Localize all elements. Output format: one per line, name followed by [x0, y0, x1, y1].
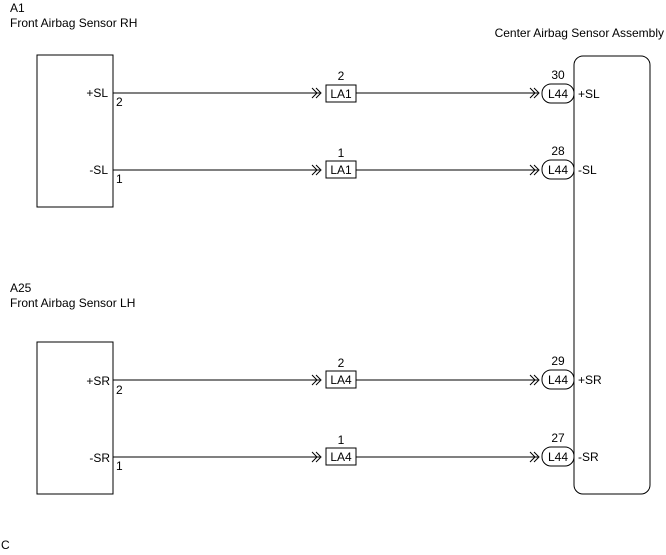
inline-connector-code: LA1 [330, 87, 352, 101]
center-assembly-name: Center Airbag Sensor Assembly [495, 26, 664, 40]
wire-minus-sl: LA1 1 L44 28 -SL [113, 144, 597, 180]
end-terminal-label: +SL [578, 87, 600, 101]
end-connector-code: L44 [548, 163, 568, 177]
end-connector-box [541, 446, 575, 467]
sensor-lh-pin-num-minus: 1 [116, 459, 123, 473]
sensor-lh-pin-label-minus: -SR [89, 451, 110, 465]
end-connector-code: L44 [548, 373, 568, 387]
end-connector-code: L44 [548, 450, 568, 464]
end-pin-number: 27 [551, 431, 565, 445]
end-terminal-label: -SR [578, 450, 599, 464]
sensor-lh-name: Front Airbag Sensor LH [10, 296, 135, 310]
wire-plus-sr: LA4 2 L44 29 +SR [113, 354, 602, 390]
sensor-rh-pin-label-minus: -SL [89, 163, 108, 177]
end-connector-box [541, 369, 575, 390]
end-pin-number: 29 [551, 354, 565, 368]
figure-code: C [1, 538, 10, 552]
end-terminal-label: +SR [578, 373, 602, 387]
sensor-lh-code: A25 [10, 281, 32, 295]
sensor-rh-pin-num-minus: 1 [116, 172, 123, 186]
end-connector-box [541, 159, 575, 180]
end-pin-number: 30 [551, 68, 565, 82]
sensor-rh-code: A1 [10, 1, 25, 15]
wire-minus-sr: LA4 1 L44 27 -SR [113, 431, 599, 467]
inline-pin-number: 2 [338, 356, 345, 370]
sensor-lh-box [36, 341, 114, 495]
inline-pin-number: 1 [338, 146, 345, 160]
sensor-rh-pin-label-plus: +SL [86, 86, 108, 100]
inline-pin-number: 2 [338, 69, 345, 83]
inline-connector-code: LA1 [330, 163, 352, 177]
center-assembly-box [573, 55, 651, 495]
sensor-lh-pin-num-plus: 2 [116, 383, 123, 397]
inline-connector-code: LA4 [330, 373, 352, 387]
end-connector-code: L44 [548, 87, 568, 101]
sensor-rh-name: Front Airbag Sensor RH [10, 16, 137, 30]
end-terminal-label: -SL [578, 163, 597, 177]
sensor-lh-pin-label-plus: +SR [86, 374, 110, 388]
sensor-rh-pin-num-plus: 2 [116, 95, 123, 109]
end-pin-number: 28 [551, 144, 565, 158]
sensor-rh-box [36, 54, 114, 208]
inline-connector-code: LA4 [330, 450, 352, 464]
end-connector-box [541, 83, 575, 104]
inline-pin-number: 1 [338, 433, 345, 447]
wire-plus-sl: LA1 2 L44 30 +SL [113, 68, 600, 104]
